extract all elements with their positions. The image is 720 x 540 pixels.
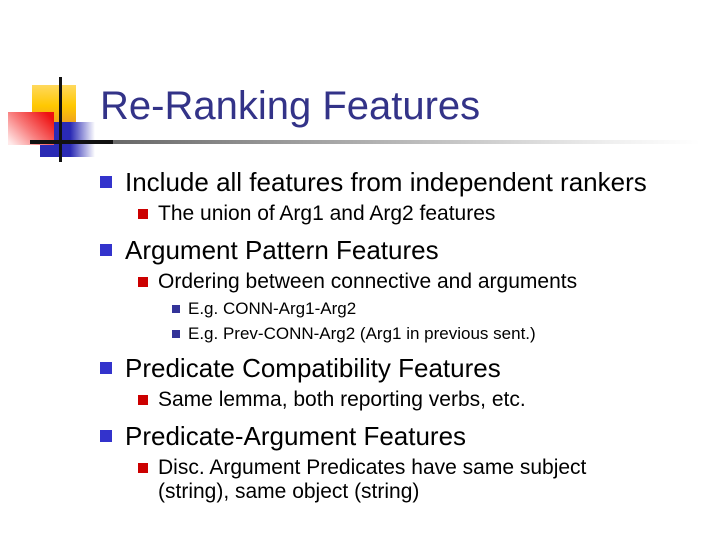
bullet-item-level2: Disc. Argument Predicates have same subj…	[0, 456, 720, 504]
bullet-square-icon	[172, 330, 180, 338]
bullet-square-icon	[100, 244, 112, 256]
bullet-item-level1: Predicate Compatibility Features	[0, 354, 720, 382]
bullet-item-level3: E.g. Prev-CONN-Arg2 (Arg1 in previous se…	[0, 324, 720, 344]
bullet-square-icon	[138, 463, 148, 473]
bullet-item-level2: The union of Arg1 and Arg2 features	[0, 202, 720, 226]
slide-title: Re-Ranking Features	[100, 84, 481, 128]
bullet-text: Include all features from independent ra…	[125, 167, 647, 197]
crosshair-vertical-line-icon	[59, 77, 62, 162]
bullet-item-level2: Ordering between connective and argument…	[0, 270, 720, 294]
bullet-square-icon	[100, 362, 112, 374]
bullet-square-icon	[100, 430, 112, 442]
red-gradient-square-icon	[8, 112, 54, 145]
bullet-square-icon	[138, 209, 148, 219]
bullet-item-level1: Include all features from independent ra…	[0, 168, 720, 196]
bullet-text: E.g. Prev-CONN-Arg2 (Arg1 in previous se…	[188, 324, 536, 343]
bullet-text: E.g. CONN-Arg1-Arg2	[188, 299, 357, 318]
bullet-text: Predicate Compatibility Features	[125, 353, 501, 383]
bullet-square-icon	[138, 277, 148, 287]
bullet-text: Ordering between connective and argument…	[158, 270, 578, 293]
crosshair-horizontal-line-icon	[30, 140, 113, 144]
bullet-square-icon	[100, 176, 112, 188]
bullet-text: Same lemma, both reporting verbs, etc.	[158, 388, 526, 411]
bullet-text: Predicate-Argument Features	[125, 421, 467, 451]
bullet-square-icon	[172, 305, 180, 313]
bullet-text: The union of Arg1 and Arg2 features	[158, 202, 496, 225]
bullet-item-level3: E.g. CONN-Arg1-Arg2	[0, 299, 720, 319]
bullet-item-level1: Argument Pattern Features	[0, 236, 720, 264]
gradient-rule-icon	[108, 140, 700, 144]
slide-body-bullet-list: Include all features from independent ra…	[0, 168, 720, 504]
bullet-text: Disc. Argument Predicates have same subj…	[158, 456, 587, 503]
bullet-item-level2: Same lemma, both reporting verbs, etc.	[0, 388, 720, 412]
bullet-square-icon	[138, 395, 148, 405]
bullet-text: Argument Pattern Features	[125, 235, 439, 265]
bullet-item-level1: Predicate-Argument Features	[0, 422, 720, 450]
